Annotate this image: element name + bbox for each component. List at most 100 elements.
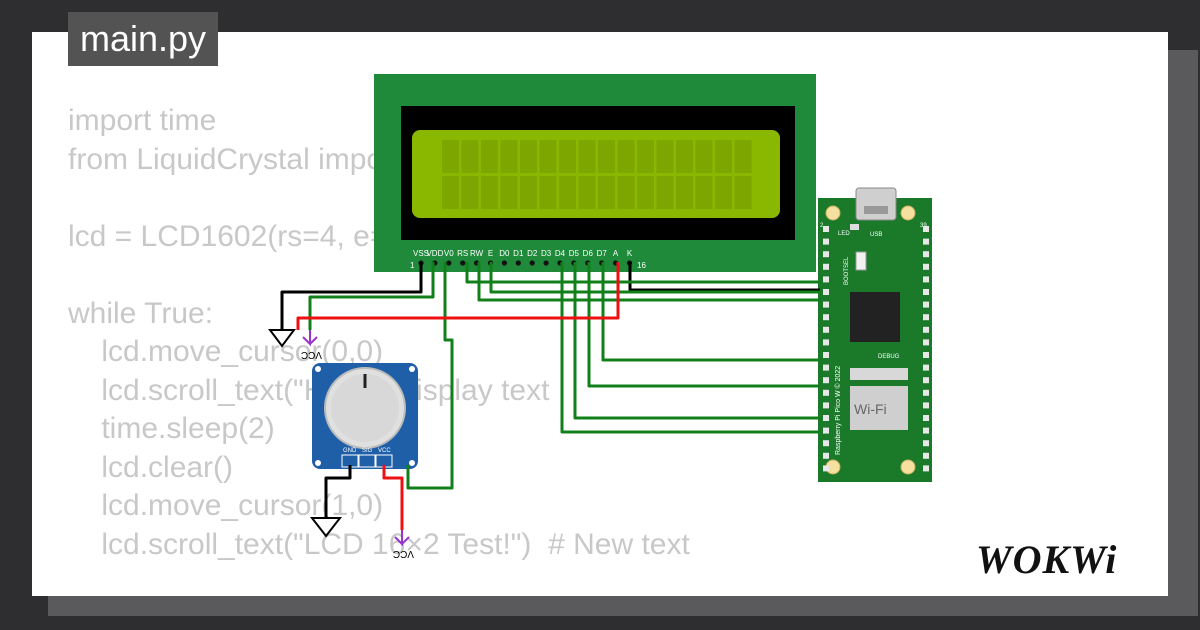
vcc-arrow-icon [394,530,410,547]
pot-knob-face [331,374,399,442]
pico-hole-bottom-right [900,459,916,475]
lcd-cell [637,176,654,209]
pico-pin[interactable] [823,452,829,459]
pico-pin[interactable] [923,226,929,232]
lcd-cell [481,140,498,173]
pot-pin-label-vcc: VCC [378,448,391,454]
wire-a-power [296,262,620,330]
pico-pin[interactable] [823,389,829,396]
usb-port-slot [864,206,888,214]
pico-pin[interactable] [823,352,829,358]
lcd-cell [617,140,635,173]
pico-pin[interactable] [923,402,929,409]
code-line-1: import time [68,104,217,137]
pico-pin[interactable] [923,452,929,459]
pico-pin[interactable] [923,276,929,283]
pico-wifi-label: Wi-Fi [854,401,887,417]
lcd-cell [578,176,596,209]
pico-pin[interactable] [923,314,929,321]
potentiometer[interactable]: GND SIG VCC [312,363,418,469]
pico-pin[interactable] [923,326,929,333]
lcd-cell [461,176,479,209]
lcd-pin-label: D4 [555,249,566,258]
pico-pin[interactable] [823,465,829,472]
lcd-pin-d3[interactable] [543,260,549,266]
code-line-7: lcd.move_cursor(0,0) [68,335,384,368]
pico-pin[interactable] [823,276,829,283]
wires [280,262,820,530]
pico-pin[interactable] [823,339,829,346]
pico-pin[interactable] [823,427,829,434]
pico-pin[interactable] [923,238,929,245]
lcd-cell [500,176,518,209]
pico-pin[interactable] [823,314,829,321]
pot-mount-hole [315,366,321,372]
wire-d7 [601,262,820,362]
pot-pin-frame-sig [358,454,376,468]
lcd-pin-v0[interactable] [446,260,452,266]
file-tab[interactable]: main.py [68,12,219,66]
pico-pin[interactable] [823,263,829,270]
pico-pin[interactable] [923,263,929,270]
raspberry-pi-pico-w[interactable]: 2 39 LED USB BOOTSEL DEBUG Wi-Fi Raspber… [818,187,932,482]
pico-pin[interactable] [923,364,929,371]
code-line-12: lcd.scroll_text("LCD 16×2 Test!") # New … [68,527,690,561]
lcd-pin-label: A [613,249,619,258]
pico-pin[interactable] [823,238,829,245]
wokwi-logo-text: WOKWi [976,537,1117,582]
lcd-cell [559,176,576,209]
pico-pin[interactable] [823,289,829,295]
lcd-pin-d2[interactable] [529,260,535,266]
lcd-pin-label: D3 [541,249,552,258]
lcd-cell [695,176,713,209]
bootsel-button[interactable] [855,251,867,271]
pico-pin[interactable] [823,440,829,447]
lcd-pin-d0[interactable] [501,260,507,266]
wire-v0-sig [406,262,454,490]
wire-vss-ground [280,262,423,330]
pico-led-label: LED [838,231,850,237]
vcc-label-top: VCC [301,349,322,360]
lcd-cell [500,140,518,173]
code-line-11: lcd.move_cursor(1,0) [68,489,384,522]
wire-d5 [573,262,820,420]
pico-pin[interactable] [923,389,929,396]
lcd-cell [656,176,674,209]
pico-pin[interactable] [923,352,929,358]
lcd-cell [559,140,576,173]
pico-pin[interactable] [923,415,929,421]
lcd-cell [734,176,752,209]
pico-pin[interactable] [823,364,829,371]
pot-pin-label-sig: SIG [362,448,373,454]
pico-pin[interactable] [823,377,829,384]
lcd-pin-rs[interactable] [460,260,466,266]
pico-pin[interactable] [823,226,829,232]
pico-pin[interactable] [923,251,929,258]
lcd-pin-d1[interactable] [515,260,521,266]
pico-pin[interactable] [823,402,829,409]
pico-hole-top-left [825,205,841,221]
pico-pin[interactable] [823,326,829,333]
pico-board-label: Raspberry Pi Pico W © 2022 [834,366,842,455]
pico-pin[interactable] [823,251,829,258]
pico-pin[interactable] [923,301,929,308]
pico-pin[interactable] [923,377,929,384]
pico-pin[interactable] [923,440,929,447]
pico-pin[interactable] [923,465,929,472]
lcd-cell [461,140,479,173]
pico-pin[interactable] [923,289,929,295]
pico-debug-label: DEBUG [878,354,900,360]
pico-pin[interactable] [823,301,829,308]
lcd-pin-label: V0 [444,249,454,258]
pot-pin-label-gnd: GND [343,448,357,454]
pot-mount-hole [409,366,415,372]
lcd-cell [442,140,459,173]
lcd-pin-number-last: 16 [637,261,646,270]
pico-pin[interactable] [923,427,929,434]
pico-pin[interactable] [823,415,829,421]
pico-pin[interactable] [923,339,929,346]
lcd-cell [598,140,615,173]
